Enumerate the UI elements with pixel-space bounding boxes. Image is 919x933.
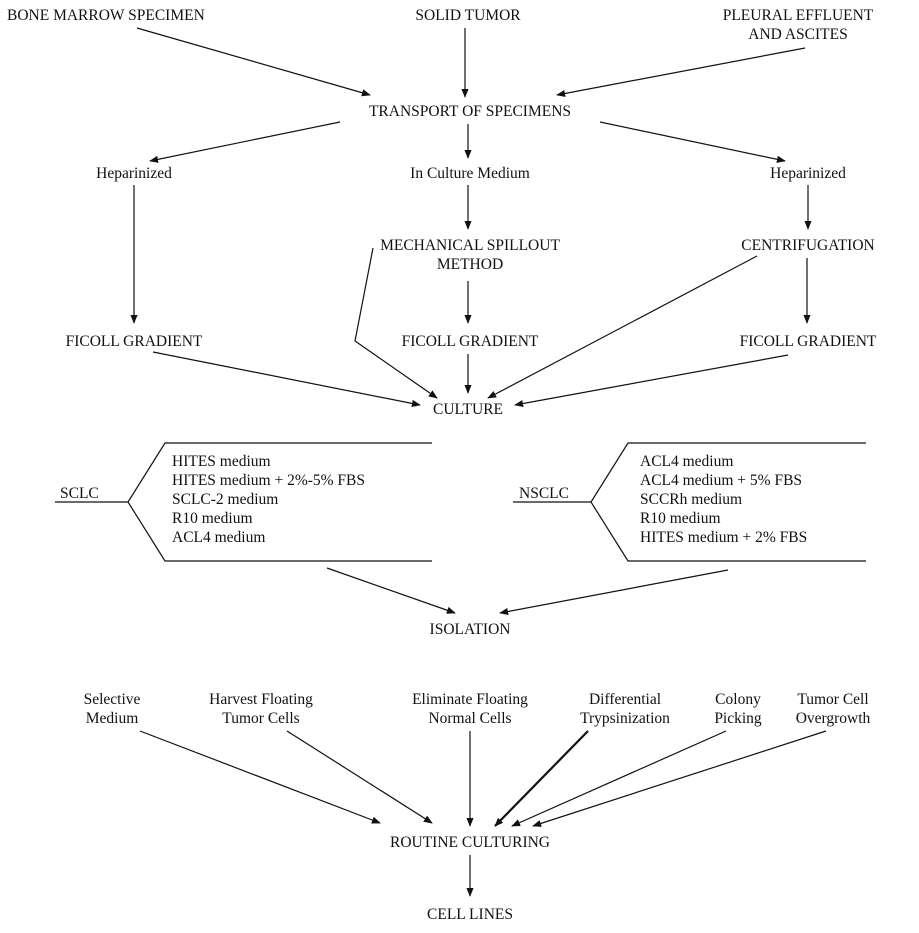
harvest-line-2: Tumor Cells	[222, 710, 300, 727]
differential-trypsinization-label: Differential Trypsinization	[580, 690, 670, 728]
arrow-transport-to-hep-right	[599, 121, 786, 163]
colony-line-1: Colony	[715, 691, 761, 708]
pleural-line-1: PLEURAL EFFLUENT	[722, 7, 874, 24]
sclc-medium-item: HITES medium	[172, 453, 271, 470]
in-culture-medium-label: In Culture Medium	[410, 165, 530, 182]
sclc-label: SCLC	[60, 485, 99, 502]
harvest-floating-label: Harvest Floating Tumor Cells	[209, 690, 313, 728]
culture-label: CULTURE	[432, 401, 504, 418]
arrow-centrifugation-to-culture	[487, 255, 758, 399]
harvest-line-1: Harvest Floating	[209, 691, 313, 708]
sclc-medium-item: HITES medium + 2%-5% FBS	[172, 472, 366, 489]
arrow-transport-to-hep-left	[149, 121, 341, 163]
colony-line-2: Picking	[714, 710, 762, 727]
overgrowth-line-1: Tumor Cell	[797, 691, 869, 708]
arrow-colony-to-routine	[511, 730, 727, 827]
sclc-medium-item: SCLC-2 medium	[172, 491, 279, 508]
heparinized-left-label: Heparinized	[96, 165, 172, 182]
arrow-harvest-to-routine	[286, 730, 433, 824]
overgrowth-line-2: Overgrowth	[795, 710, 871, 727]
selective-medium-label: Selective Medium	[84, 690, 141, 728]
centrifugation-label: CENTRIFUGATION	[741, 237, 875, 254]
ficoll-gradient-center-label: FICOLL GRADIENT	[401, 333, 539, 350]
spillout-line-2: METHOD	[436, 256, 504, 273]
selective-line-2: Medium	[85, 710, 139, 727]
arrow-overgrowth-to-routine	[532, 730, 827, 827]
arrow-pleural-to-transport	[556, 47, 806, 98]
eliminate-line-1: Eliminate Floating	[412, 691, 528, 708]
arrow-nsclc-to-isolation	[499, 569, 729, 616]
eliminate-line-2: Normal Cells	[428, 710, 512, 727]
tumor-cell-overgrowth-label: Tumor Cell Overgrowth	[796, 690, 871, 728]
ficoll-gradient-left-label: FICOLL GRADIENT	[65, 333, 203, 350]
sclc-medium-item: ACL4 medium	[172, 529, 266, 546]
arrow-selective-to-routine	[139, 730, 381, 824]
solid-tumor-label: SOLID TUMOR	[415, 7, 521, 24]
differential-line-1: Differential	[588, 691, 662, 708]
eliminate-floating-label: Eliminate Floating Normal Cells	[412, 690, 528, 728]
nsclc-medium-item: HITES medium + 2% FBS	[640, 529, 808, 546]
sclc-media-list: HITES medium HITES medium + 2%-5% FBS SC…	[172, 452, 365, 547]
nsclc-medium-item: ACL4 medium	[640, 453, 734, 470]
ficoll-gradient-right-label: FICOLL GRADIENT	[739, 333, 877, 350]
nsclc-medium-item: R10 medium	[640, 510, 721, 527]
nsclc-label: NSCLC	[519, 485, 569, 502]
pleural-effluent-label: PLEURAL EFFLUENT AND ASCITES	[723, 6, 874, 44]
mechanical-spillout-label: MECHANICAL SPILLOUT METHOD	[380, 236, 560, 274]
arrow-ficoll-left-to-culture	[152, 351, 421, 407]
arrow-spillout-to-culture	[354, 247, 438, 399]
arrow-ficoll-right-to-culture	[514, 354, 789, 408]
selective-line-1: Selective	[83, 691, 141, 708]
arrow-trypsinization-to-routine	[494, 730, 589, 827]
nsclc-medium-item: SCCRh medium	[640, 491, 743, 508]
spillout-line-1: MECHANICAL SPILLOUT	[380, 237, 560, 254]
sclc-medium-item: R10 medium	[172, 510, 253, 527]
differential-line-2: Trypsinization	[580, 710, 670, 727]
arrow-sclc-to-isolation	[326, 567, 456, 614]
routine-culturing-label: ROUTINE CULTURING	[389, 834, 551, 851]
arrow-bone-to-transport	[136, 27, 371, 97]
heparinized-right-label: Heparinized	[770, 165, 846, 182]
isolation-label: ISOLATION	[429, 621, 511, 638]
cell-lines-label: CELL LINES	[427, 906, 513, 923]
transport-label: TRANSPORT OF SPECIMENS	[368, 103, 572, 120]
bone-marrow-specimen-label: BONE MARROW SPECIMEN	[7, 7, 205, 24]
nsclc-medium-item: ACL4 medium + 5% FBS	[640, 472, 803, 489]
pleural-line-2: AND ASCITES	[748, 26, 848, 43]
colony-picking-label: Colony Picking	[714, 690, 761, 728]
nsclc-media-list: ACL4 medium ACL4 medium + 5% FBS SCCRh m…	[640, 452, 807, 547]
